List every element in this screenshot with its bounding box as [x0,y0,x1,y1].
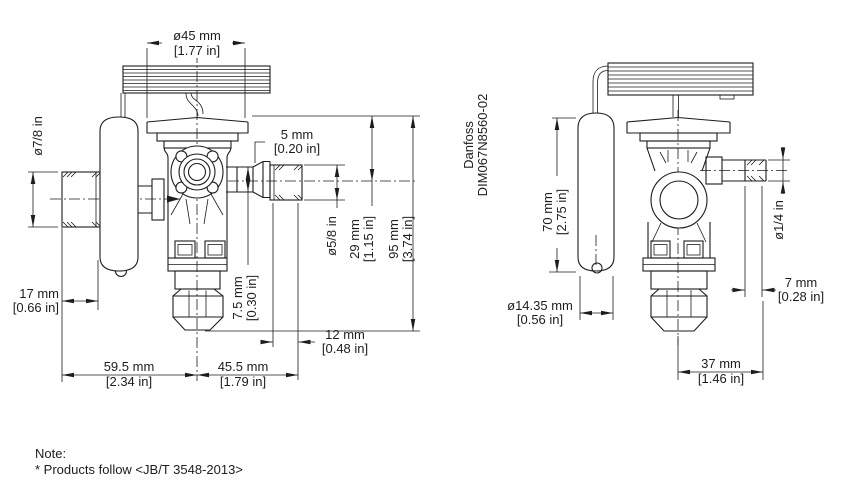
dim-inlet-length-mm: 59.5 mm [104,359,155,374]
dim-bulb-diameter-mm: ø14.35 mm [507,298,573,313]
dim-inlet-diameter: ø7/8 in [30,116,45,156]
drawing-number-label: DIM067N8560-02 [475,94,490,197]
side-view-dimensions: 70 mm [2.75 in] ø1/4 in ø14.35 mm [0.56 … [507,117,824,386]
dim-solder-depth-mm: 12 mm [325,327,365,342]
dim-stub-height-in: [0.30 in] [244,275,259,321]
side-shoulders [646,147,711,172]
dim-bulb-offset-mm: 17 mm [19,286,59,301]
side-view-geometry [577,62,790,345]
dim-stub-height-mm: 7.5 mm [230,276,245,319]
side-body-struts [651,222,707,243]
dim-bulb-offset-in: [0.66 in] [13,300,59,315]
dim-cap-diameter-mm: ø45 mm [173,28,221,43]
side-diaphragm [626,116,731,149]
note-body: * Products follow <JB/T 3548-2013> [35,462,243,477]
side-bulb [577,112,615,274]
brand-label: Danfoss [461,121,476,169]
title-block: Danfoss DIM067N8560-02 [461,94,490,197]
dim-bulb-length-in: [2.75 in] [554,189,569,235]
dim-neck-width-mm: 5 mm [281,127,314,142]
front-orifice-boss [170,145,224,199]
note-block: Note: * Products follow <JB/T 3548-2013> [35,446,243,477]
side-capillary-coil [607,62,754,100]
side-capillary-to-bulb [592,65,609,115]
dim-neck-width-in: [0.20 in] [274,141,320,156]
front-view-dimensions: ø45 mm [1.77 in] ø7/8 in 5 mm [0.20 in] … [13,28,420,389]
side-capillary-to-valve [672,95,679,117]
dim-total-height-in: [3.74 in] [400,216,415,262]
dim-outlet-length-mm: 45.5 mm [218,359,269,374]
dim-cap-diameter-in: [1.77 in] [174,43,220,58]
side-body [647,222,711,258]
side-lower-body [642,240,716,332]
front-diaphragm [146,116,249,149]
flow-direction-arrow [167,195,180,203]
dim-equalizer-depth-in: [0.28 in] [778,289,824,304]
dim-bulb-diameter-in: [0.56 in] [517,312,563,327]
front-body-struts [170,193,224,225]
front-view-geometry [50,52,415,381]
side-orifice-circle [650,171,708,229]
dim-outlet-center-mm: 29 mm [347,219,362,259]
dim-inlet-length-in: [2.34 in] [106,374,152,389]
dim-solder-depth-in: [0.48 in] [322,341,368,356]
front-lower-body [167,240,228,331]
front-outlet-connection [226,160,303,201]
note-heading: Note: [35,446,66,461]
dim-body-width-mm: 37 mm [701,356,741,371]
dim-equalizer-depth-mm: 7 mm [785,275,818,290]
front-body [163,147,232,258]
front-bulb [99,116,139,277]
dim-outlet-diameter: ø5/8 in [324,216,339,256]
front-capillary-tube [120,93,126,117]
dim-total-height-mm: 95 mm [386,219,401,259]
dim-body-width-in: [1.46 in] [698,371,744,386]
dim-bulb-length-mm: 70 mm [540,192,555,232]
dim-outlet-center-in: [1.15 in] [361,216,376,262]
front-center-tube [185,92,204,117]
dim-equalizer-diameter: ø1/4 in [771,200,786,240]
front-knurled-cap [122,65,271,94]
dim-outlet-length-in: [1.79 in] [220,374,266,389]
side-top-details [659,150,698,164]
